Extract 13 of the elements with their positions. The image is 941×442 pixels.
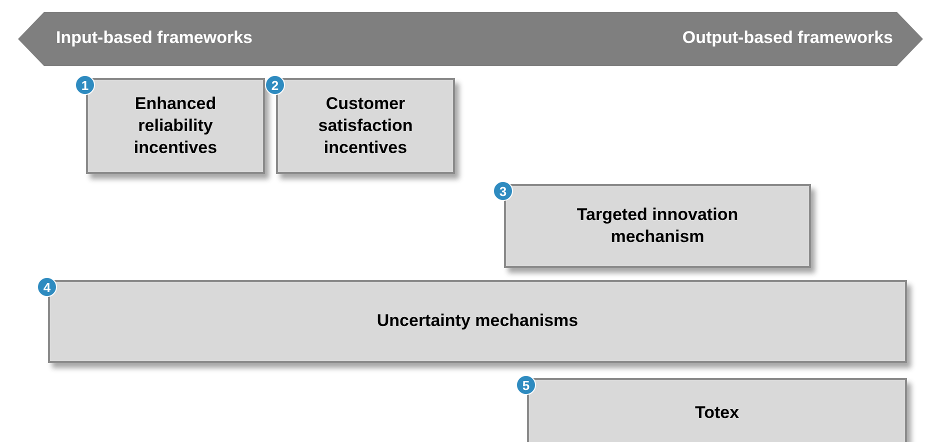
box-text: Targeted innovation mechanism bbox=[576, 204, 740, 248]
callout-number: 2 bbox=[265, 75, 285, 95]
framework-label: Output-based frameworks bbox=[682, 28, 893, 48]
box-text: Uncertainty mechanisms bbox=[376, 310, 580, 332]
box-text: Totex bbox=[694, 402, 740, 424]
callout-number: 1 bbox=[75, 75, 95, 95]
callout-number: 5 bbox=[516, 375, 536, 395]
double-arrow-band bbox=[18, 12, 923, 66]
framework-label: Input-based frameworks bbox=[56, 28, 252, 48]
callout-number: 4 bbox=[37, 277, 57, 297]
box-text: Customer satisfaction incentives bbox=[317, 92, 414, 160]
callout-number: 3 bbox=[493, 181, 513, 201]
box-text: Enhanced reliability incentives bbox=[132, 92, 218, 160]
